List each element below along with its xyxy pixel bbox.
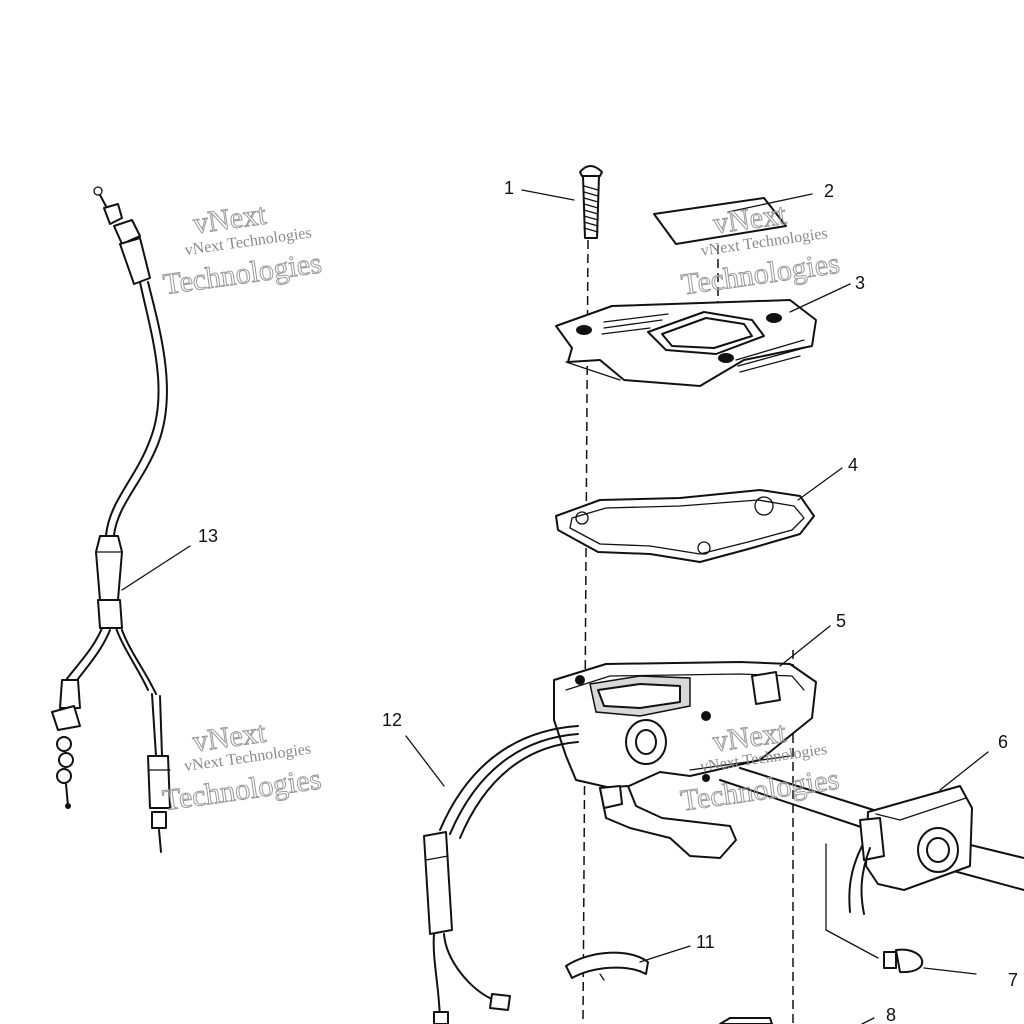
part-3-cover bbox=[555, 299, 817, 387]
part-5-housing bbox=[553, 661, 817, 859]
callout-11: 11 bbox=[696, 932, 715, 952]
callout-12: 12 bbox=[382, 710, 402, 730]
callout-6: 6 bbox=[998, 732, 1008, 752]
part-8-fragment bbox=[719, 1017, 875, 1024]
callout-13: 13 bbox=[198, 526, 218, 546]
callout-2: 2 bbox=[824, 181, 834, 201]
watermark-top-left: vNext vNext Technologies Technologies bbox=[161, 197, 325, 302]
part-12-wiring bbox=[423, 725, 579, 1024]
callout-1: 1 bbox=[504, 178, 514, 198]
part-11-clip bbox=[565, 951, 649, 981]
part-1-screw bbox=[579, 165, 603, 239]
callout-5: 5 bbox=[836, 611, 846, 631]
callout-3: 3 bbox=[855, 273, 865, 293]
assembly-axis-line bbox=[582, 239, 589, 1024]
watermark-bottom-left: vNext vNext Technologies Technologies bbox=[160, 715, 324, 818]
part-13-cable-harness bbox=[51, 186, 171, 853]
leader-lines bbox=[121, 189, 989, 975]
callout-8: 8 bbox=[886, 1005, 896, 1024]
part-7-bulb bbox=[825, 843, 923, 974]
part-6-switch bbox=[719, 767, 1024, 915]
part-4-gasket bbox=[555, 489, 815, 563]
callout-7: 7 bbox=[1008, 970, 1018, 990]
part-2-decal bbox=[653, 197, 787, 245]
callout-4: 4 bbox=[848, 455, 858, 475]
